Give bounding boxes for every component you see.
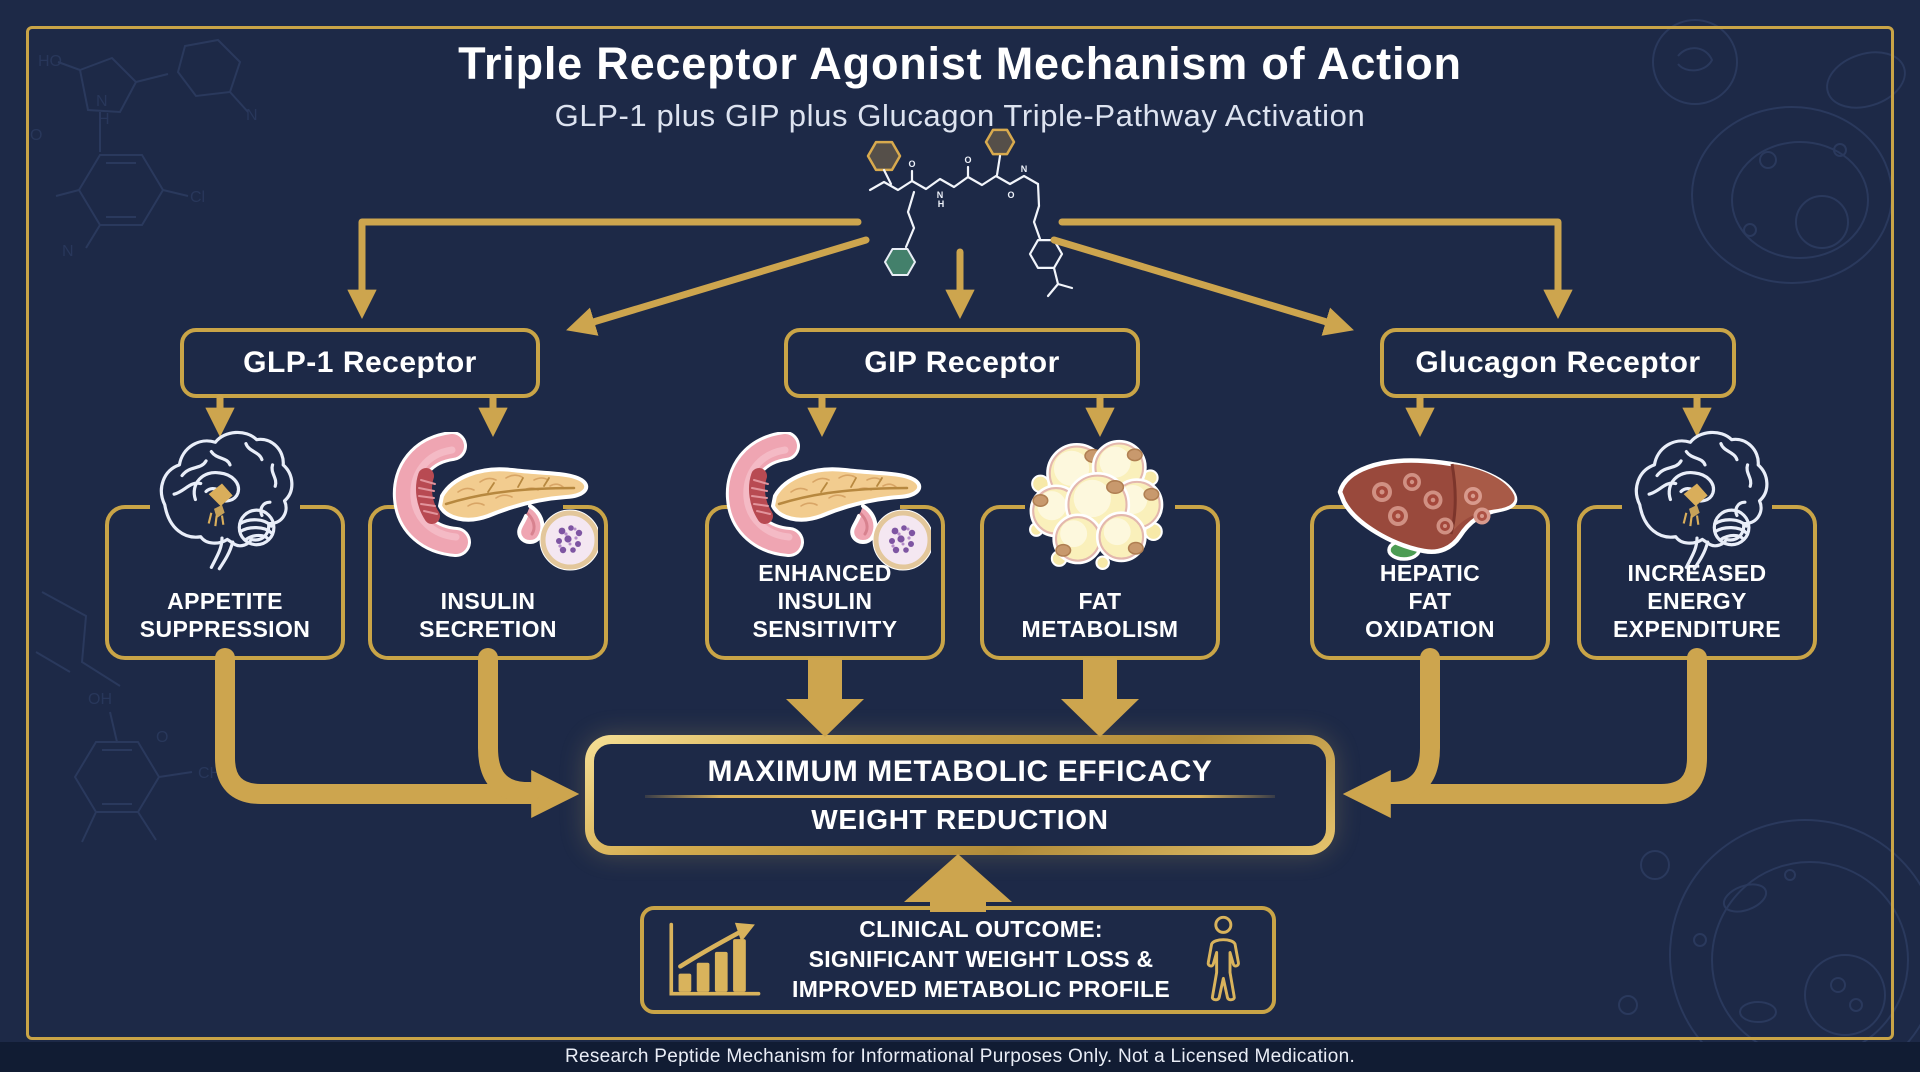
efficacy-box: MAXIMUM METABOLIC EFFICACY WEIGHT REDUCT…	[585, 735, 1335, 855]
outcome-appetite-suppression: APPETITE SUPPRESSION	[105, 505, 345, 660]
clinical-line1: CLINICAL OUTCOME:	[859, 916, 1103, 943]
svg-text:Cl: Cl	[190, 189, 205, 206]
svg-text:N: N	[62, 243, 74, 260]
outcome-label: FAT METABOLISM	[1021, 587, 1179, 642]
arrow-molecule-to-glucagon-diagonal	[1050, 236, 1354, 336]
outcome-label: APPETITE SUPPRESSION	[139, 587, 311, 642]
page-subtitle: GLP-1 plus GIP plus Glucagon Triple-Path…	[554, 98, 1366, 133]
arrow-clinical-to-efficacy	[904, 854, 1012, 912]
arrow-fat-to-efficacy	[1083, 658, 1117, 700]
receptor-label: Glucagon Receptor	[1415, 346, 1701, 379]
footer-disclaimer-band: Research Peptide Mechanism for Informati…	[0, 1042, 1920, 1072]
pancreas-icon	[388, 432, 598, 572]
receptor-label: GIP Receptor	[864, 346, 1060, 379]
outcome-label: HEPATIC FAT OXIDATION	[1365, 559, 1495, 642]
outcome-label: ENHANCED INSULIN SENSITIVITY	[752, 559, 898, 642]
outcome-label: INSULIN SECRETION	[419, 587, 557, 642]
arrow-molecule-to-glp1-diagonal	[566, 236, 870, 336]
clinical-outcome-box: CLINICAL OUTCOME: SIGNIFICANT WEIGHT LOS…	[640, 906, 1276, 1014]
arrow-sensitivity-to-efficacy	[808, 658, 842, 700]
brain-icon	[142, 425, 302, 578]
funnel-left-inner	[478, 648, 540, 802]
svg-text:N: N	[96, 93, 108, 110]
funnel-right-inner	[1378, 648, 1440, 802]
svg-text:O: O	[30, 127, 42, 144]
receptor-box-glp1: GLP-1 Receptor	[180, 328, 540, 398]
receptor-box-glucagon: Glucagon Receptor	[1380, 328, 1736, 398]
svg-text:OH: OH	[88, 691, 112, 708]
chem-sketch-top-left	[55, 38, 249, 249]
clinical-line3: IMPROVED METABOLIC PROFILE	[792, 975, 1170, 1002]
svg-text:HO: HO	[38, 53, 62, 70]
receptor-box-gip: GIP Receptor	[784, 328, 1140, 398]
receptor-label: GLP-1 Receptor	[243, 346, 477, 379]
brain-icon	[1617, 425, 1777, 578]
efficacy-line1: MAXIMUM METABOLIC EFFICACY	[707, 754, 1213, 788]
funnel-right-outer	[1342, 648, 1707, 819]
footer-disclaimer: Research Peptide Mechanism for Informati…	[564, 1046, 1356, 1067]
page-title: Triple Receptor Agonist Mechanism of Act…	[458, 38, 1462, 89]
arrow-molecule-to-glucagon	[1058, 218, 1573, 319]
svg-text:H: H	[98, 111, 110, 128]
svg-text:O: O	[156, 729, 168, 746]
liver-icon	[1330, 440, 1525, 575]
arrow-molecule-to-glp1	[347, 218, 862, 319]
svg-text:N: N	[246, 107, 258, 124]
funnel-left-outer	[215, 648, 580, 819]
fat-cells-icon	[1028, 430, 1168, 570]
efficacy-divider	[645, 794, 1275, 798]
chem-sketch-bottom-left	[35, 591, 193, 843]
clinical-line2: SIGNIFICANT WEIGHT LOSS &	[808, 946, 1154, 973]
pancreas-icon	[721, 432, 931, 572]
efficacy-line2: WEIGHT REDUCTION	[811, 803, 1109, 835]
